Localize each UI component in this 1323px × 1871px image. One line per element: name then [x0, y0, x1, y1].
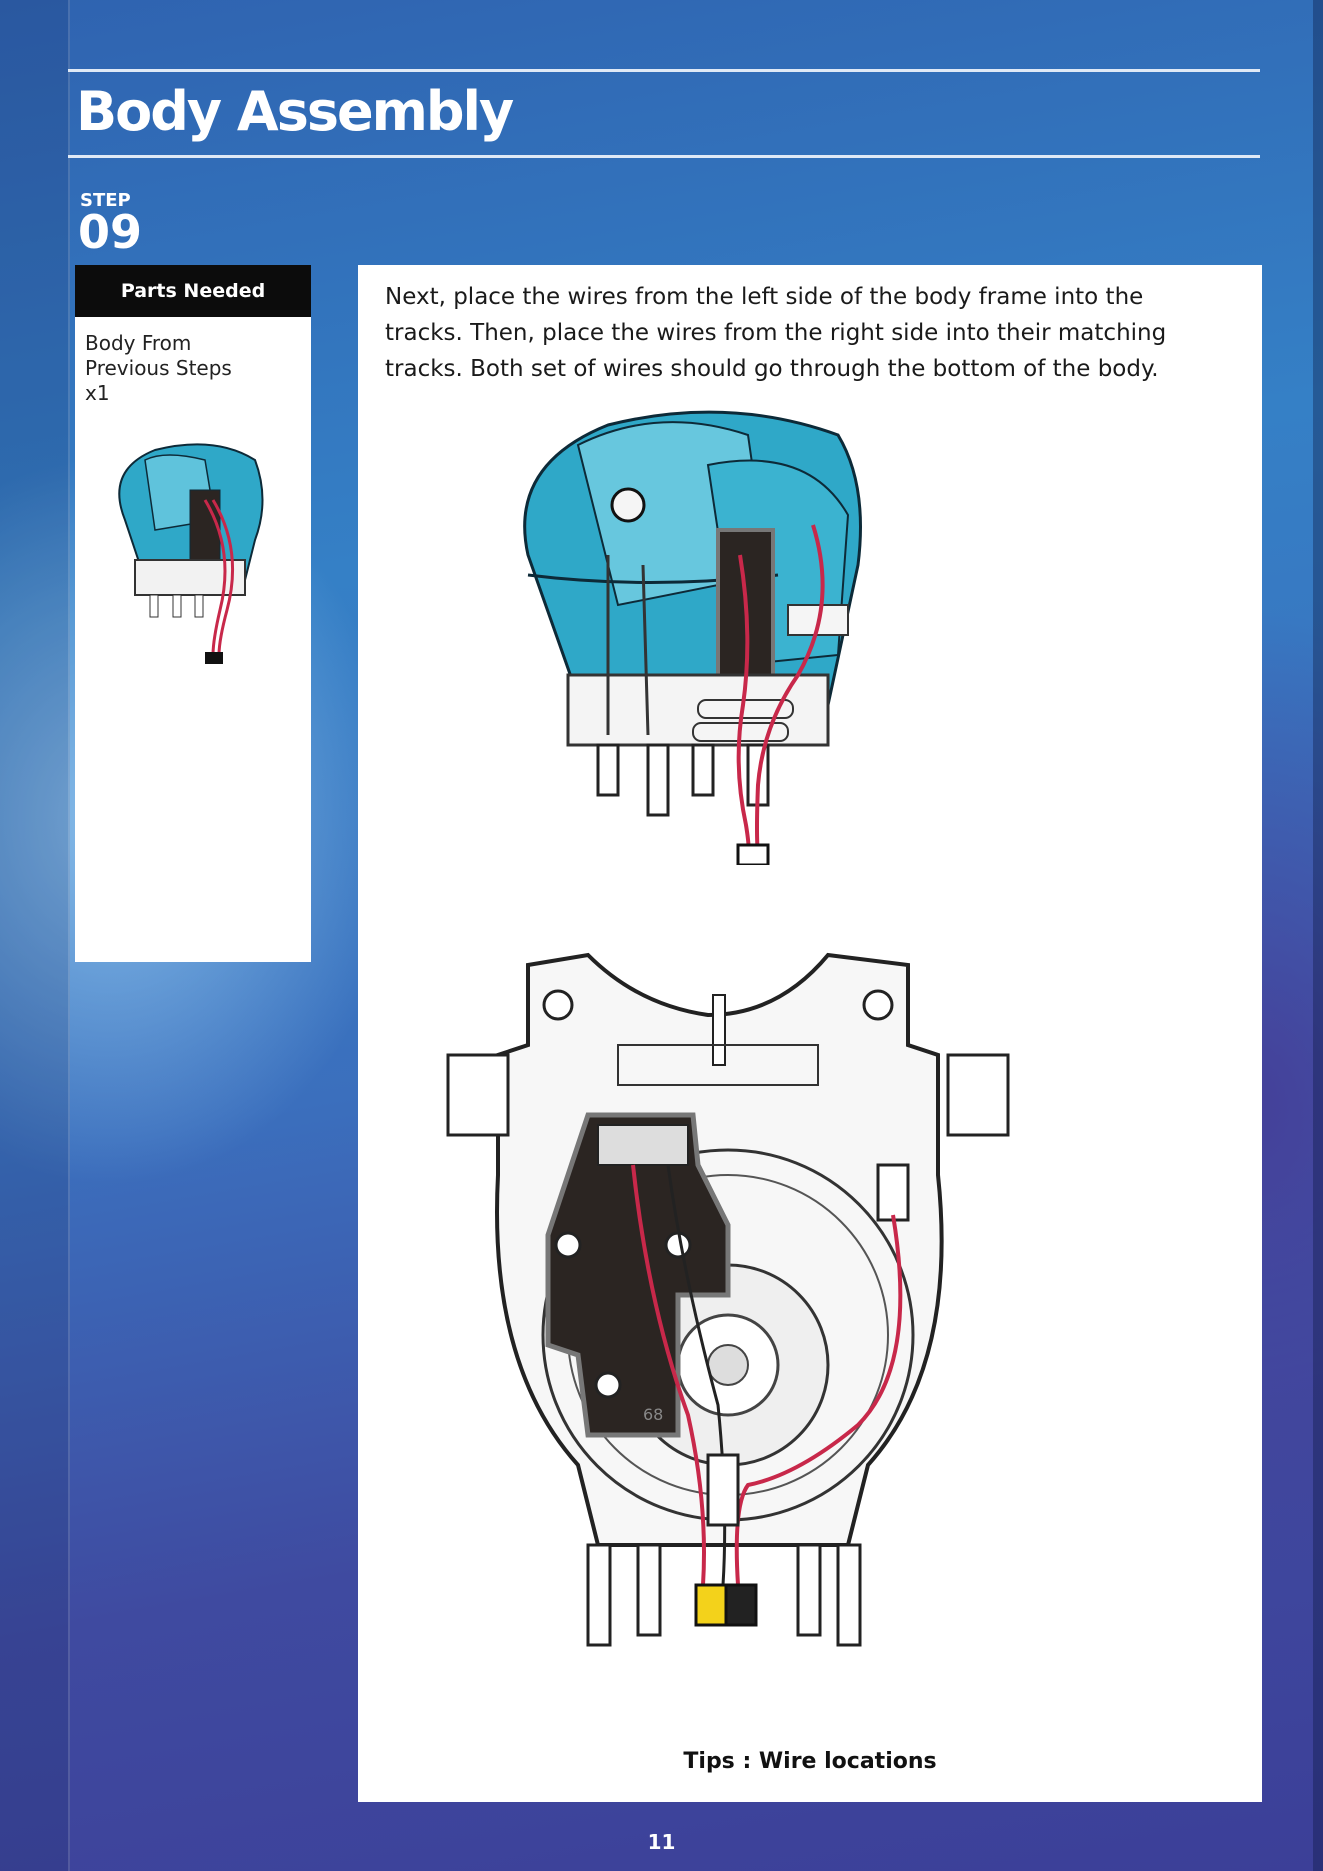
tips-caption: Tips : Wire locations	[358, 1749, 1262, 1774]
title-bottom-rule	[68, 155, 1260, 158]
title-top-rule	[68, 69, 1260, 72]
instruction-line: tracks. Both set of wires should go thro…	[385, 356, 1159, 382]
instruction-line: Next, place the wires from the left side…	[385, 284, 1143, 310]
parts-needed-text: Body From Previous Steps x1	[75, 317, 311, 406]
step-number: 09	[78, 205, 142, 259]
parts-needed-panel: Parts Needed Body From Previous Steps x1	[75, 265, 311, 962]
parts-needed-heading: Parts Needed	[75, 265, 311, 317]
parts-line: Previous Steps	[85, 356, 301, 381]
instruction-panel: Next, place the wires from the left side…	[358, 265, 1262, 1802]
page-right-edge	[1313, 0, 1323, 1871]
board-label: 68	[643, 1405, 663, 1424]
instruction-line: tracks. Then, place the wires from the r…	[385, 320, 1166, 346]
page-title: Body Assembly	[76, 80, 512, 143]
body-part-thumbnail	[95, 430, 295, 680]
instruction-text: Next, place the wires from the left side…	[385, 279, 1245, 387]
parts-line: x1	[85, 381, 301, 406]
page-left-edge	[0, 0, 70, 1871]
body-frame-illustration	[508, 405, 938, 865]
parts-line: Body From	[85, 331, 301, 356]
page-number: 11	[0, 1830, 1323, 1854]
base-plate-illustration: 68	[438, 945, 1018, 1685]
